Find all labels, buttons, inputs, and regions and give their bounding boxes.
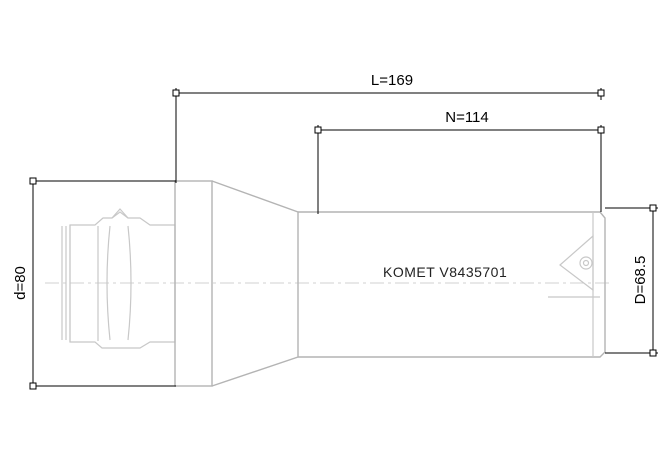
drive-key — [111, 208, 129, 219]
insert-screw-center — [582, 259, 590, 267]
insert-outline — [559, 234, 594, 292]
dimension-cutting-diameter: D=68.5 — [605, 204, 658, 357]
n-tick-right — [597, 126, 605, 134]
cd-tick-bottom — [649, 349, 657, 357]
body-outline — [298, 211, 606, 358]
l-tick-left — [172, 89, 180, 97]
tool-marking: KOMET V8435701 — [383, 264, 507, 280]
d-tick-top — [29, 177, 37, 185]
dimension-shank-diameter: d=80 — [12, 177, 176, 390]
insert-screw — [579, 256, 593, 270]
working-length-label: N=114 — [445, 109, 489, 126]
shank-outline — [69, 211, 176, 349]
flange-outline — [174, 180, 213, 387]
cutting-diameter-label: D=68.5 — [632, 256, 649, 305]
cd-tick-top — [649, 204, 657, 212]
taper-outline — [211, 180, 299, 387]
dimension-overall-length: L=169 — [172, 72, 605, 183]
d-tick-bottom — [29, 382, 37, 390]
l-tick-right — [597, 89, 605, 97]
n-tick-left — [314, 126, 322, 134]
tool-body-outline — [45, 180, 610, 387]
shank-groove-lines — [97, 225, 132, 341]
dimension-working-length: N=114 — [314, 109, 605, 214]
shank-diameter-label: d=80 — [12, 266, 29, 300]
overall-length-label: L=169 — [371, 72, 413, 89]
shank-end-lines — [61, 225, 71, 342]
